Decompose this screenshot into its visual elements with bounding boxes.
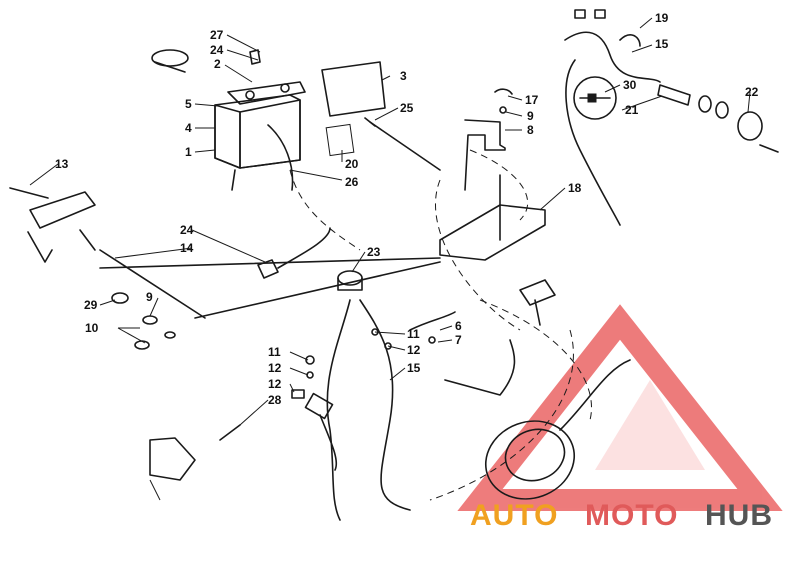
callout-25: 25 — [400, 101, 414, 115]
callout-labels: 27 24 2 5 4 1 3 25 20 26 17 9 8 18 19 15… — [55, 11, 759, 407]
watermark-hub: HUB — [705, 499, 773, 532]
mount-base-plate — [439, 174, 546, 261]
callout-11-right: 11 — [407, 327, 420, 341]
ground-cable — [444, 339, 516, 396]
callout-14: 14 — [180, 241, 194, 255]
callout-29: 29 — [84, 298, 98, 312]
connector-detail-inset — [573, 76, 617, 120]
callout-16: 12 — [268, 377, 282, 391]
small-hardware — [291, 328, 392, 399]
harness-rod — [99, 249, 441, 319]
callout-21: 21 — [625, 103, 639, 117]
callout-12-left: 12 — [268, 361, 282, 375]
leader-lines — [29, 17, 751, 426]
positive-cable — [364, 117, 441, 171]
short-cable — [409, 311, 456, 344]
callout-22: 22 — [745, 85, 759, 99]
watermark-moto: MOTO — [585, 499, 678, 532]
callout-24: 24 — [210, 43, 224, 57]
callout-8: 8 — [527, 123, 534, 137]
callout-13: 13 — [55, 157, 69, 171]
watermark-logo — [457, 304, 783, 511]
callout-7: 7 — [455, 333, 462, 347]
key-switch-assembly — [657, 84, 779, 153]
watermark-auto: AUTO — [470, 499, 558, 532]
callout-30: 30 — [623, 78, 637, 92]
handlebar-switch — [149, 437, 196, 501]
side-bracket — [9, 187, 96, 263]
battery — [214, 81, 355, 191]
starter-relay — [337, 270, 363, 291]
wire-routing-dashed — [289, 149, 592, 501]
harness-connector — [219, 392, 334, 441]
lower-mount-bracket — [519, 279, 556, 326]
callout-11-left: 11 — [268, 345, 281, 359]
callout-4: 4 — [185, 121, 192, 135]
callout-15: 15 — [655, 37, 669, 51]
callout-19: 19 — [655, 11, 669, 25]
callout-18: 18 — [568, 181, 582, 195]
upper-wire-harness — [564, 9, 661, 226]
battery-strap — [151, 49, 189, 73]
callout-2: 2 — [214, 57, 221, 71]
callout-27: 27 — [210, 28, 224, 42]
wing-bolt — [494, 88, 513, 114]
main-wire-harness — [319, 299, 411, 521]
nuts-and-washers — [111, 292, 176, 350]
callout-15-lower: 15 — [407, 361, 421, 375]
watermark-text: AUTO MOTO HUB — [470, 499, 773, 532]
callout-23: 23 — [367, 245, 381, 259]
callout-10: 10 — [85, 321, 99, 335]
callout-5: 5 — [185, 97, 192, 111]
callout-12-right: 12 — [407, 343, 421, 357]
callout-24-middle: 24 — [180, 223, 194, 237]
mount-bracket — [464, 119, 506, 191]
battery-cover — [321, 61, 386, 117]
callout-1: 1 — [185, 145, 192, 159]
callout-26: 26 — [345, 175, 359, 189]
callout-20: 20 — [345, 157, 359, 171]
callout-9: 9 — [527, 109, 534, 123]
callout-9-left: 9 — [146, 290, 153, 304]
callout-6: 6 — [455, 319, 462, 333]
terminal-bolt — [249, 49, 261, 65]
callout-17: 17 — [525, 93, 539, 107]
callout-28: 28 — [268, 393, 282, 407]
negative-cable — [267, 124, 294, 191]
wire-plug — [257, 227, 331, 279]
headlight-housing — [484, 359, 631, 500]
callout-3: 3 — [400, 69, 407, 83]
